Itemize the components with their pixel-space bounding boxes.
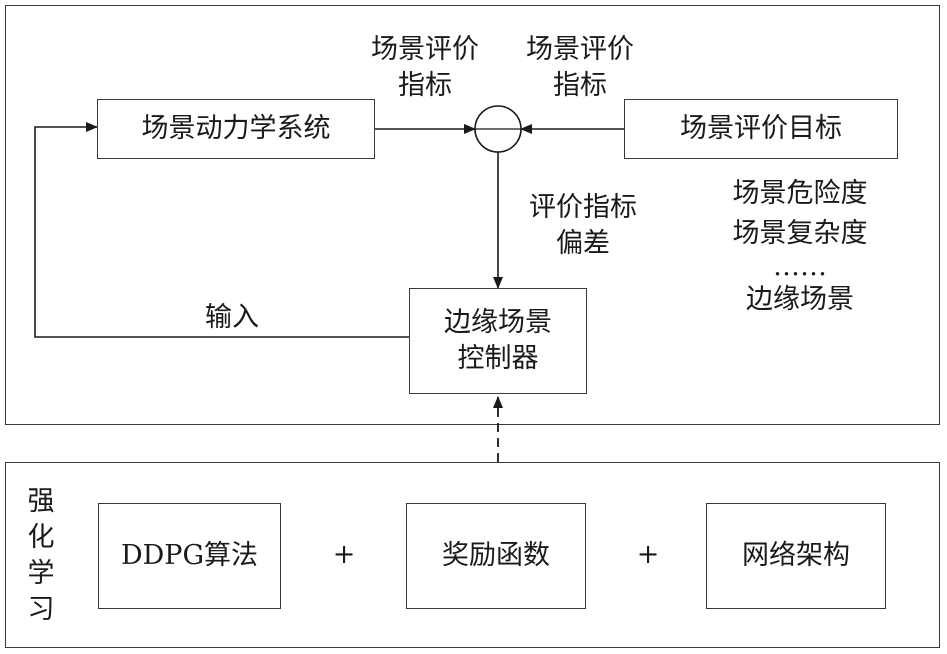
left-metric-label-line1: 场景评价 bbox=[371, 34, 479, 65]
ddpg-algorithm-box: DDPG算法 bbox=[98, 503, 281, 609]
input-label: 输入 bbox=[205, 302, 259, 333]
network-architecture-label: 网络架构 bbox=[742, 540, 850, 571]
arrow-feedback-input bbox=[34, 122, 410, 338]
dynamics-system-box: 场景动力学系统 bbox=[97, 99, 375, 159]
rl-side-char-2: 化 bbox=[27, 522, 55, 553]
right-metric-label: 场景评价 指标 bbox=[510, 32, 650, 104]
deviation-label-line1: 评价指标 bbox=[529, 192, 637, 223]
deviation-label: 评价指标 偏差 bbox=[509, 190, 657, 262]
right-metric-label-line2: 指标 bbox=[553, 70, 607, 101]
dynamics-system-label: 场景动力学系统 bbox=[141, 113, 331, 144]
edge-scenario-controller-box: 边缘场景 控制器 bbox=[409, 288, 587, 394]
evaluation-target-label: 场景评价目标 bbox=[680, 113, 842, 144]
network-architecture-box: 网络架构 bbox=[706, 503, 886, 609]
target-list-item-danger: 场景危险度 bbox=[732, 178, 868, 209]
target-list: 场景危险度 场景复杂度 …… 边缘场景 bbox=[700, 174, 900, 320]
controller-label-line1: 边缘场景 bbox=[444, 307, 552, 338]
controller-label-line2: 控制器 bbox=[457, 343, 539, 374]
reward-function-label: 奖励函数 bbox=[442, 540, 550, 571]
rl-side-char-1: 强 bbox=[27, 486, 55, 517]
plus-sign-1: + bbox=[332, 539, 356, 570]
target-list-item-edge: 边缘场景 bbox=[746, 284, 854, 315]
right-metric-label-line1: 场景评价 bbox=[526, 34, 634, 65]
rl-side-char-3: 学 bbox=[27, 558, 55, 589]
ddpg-algorithm-label: DDPG算法 bbox=[120, 540, 259, 571]
reward-function-box: 奖励函数 bbox=[406, 503, 586, 609]
left-metric-label: 场景评价 指标 bbox=[355, 32, 495, 104]
rl-side-label: 强 化 学 习 bbox=[26, 484, 56, 628]
bottom-panel bbox=[5, 462, 940, 648]
target-list-item-ellipsis: …… bbox=[773, 251, 827, 282]
left-metric-label-line2: 指标 bbox=[398, 70, 452, 101]
deviation-label-line2: 偏差 bbox=[556, 228, 610, 259]
plus-sign-2: + bbox=[636, 539, 660, 570]
rl-side-char-4: 习 bbox=[27, 594, 55, 625]
top-panel bbox=[5, 5, 940, 425]
target-list-item-complexity: 场景复杂度 bbox=[732, 218, 868, 249]
evaluation-target-box: 场景评价目标 bbox=[624, 99, 898, 159]
